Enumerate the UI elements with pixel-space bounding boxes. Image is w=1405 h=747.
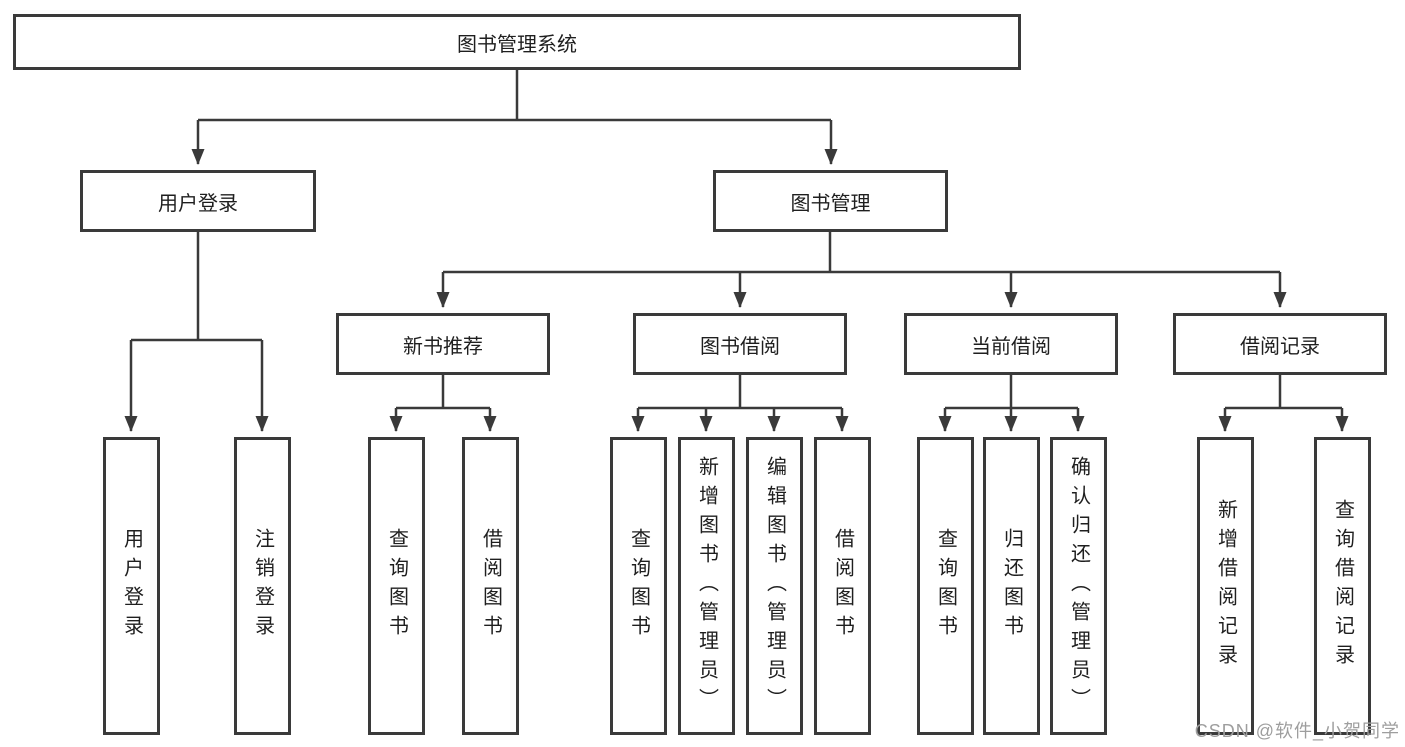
leaf-borrowing-add-books-admin: 新增图书（管理员） — [678, 437, 735, 735]
leaf-user-login: 用户登录 — [103, 437, 160, 735]
leaf-borrowing-borrow-books: 借阅图书 — [814, 437, 871, 735]
node-new-book-recommend: 新书推荐 — [336, 313, 550, 375]
node-book-borrowing: 图书借阅 — [633, 313, 847, 375]
node-new-book-recommend-label: 新书推荐 — [403, 335, 483, 358]
leaf-current-query-books: 查询图书 — [917, 437, 974, 735]
csdn-watermark: CSDN @软件_小贺同学 — [1194, 721, 1400, 741]
node-current-borrowing: 当前借阅 — [904, 313, 1118, 375]
leaf-recommend-query-books: 查询图书 — [368, 437, 425, 735]
node-library-system: 图书管理系统 — [13, 14, 1021, 70]
node-borrowing-records-label: 借阅记录 — [1240, 335, 1320, 358]
leaf-recommend-borrow-books: 借阅图书 — [462, 437, 519, 735]
leaf-current-return-books: 归还图书 — [983, 437, 1040, 735]
node-book-borrowing-label: 图书借阅 — [700, 335, 780, 358]
leaf-records-add-record: 新增借阅记录 — [1197, 437, 1254, 735]
leaf-current-confirm-return-admin: 确认归还（管理员） — [1050, 437, 1107, 735]
node-user-login: 用户登录 — [80, 170, 316, 232]
node-user-login-label: 用户登录 — [158, 192, 238, 215]
node-borrowing-records: 借阅记录 — [1173, 313, 1387, 375]
leaf-logout: 注销登录 — [234, 437, 291, 735]
node-book-management: 图书管理 — [713, 170, 948, 232]
node-book-management-label: 图书管理 — [790, 192, 871, 215]
leaf-borrowing-edit-books-admin: 编辑图书（管理员） — [746, 437, 803, 735]
leaf-records-query-record: 查询借阅记录 — [1314, 437, 1371, 735]
leaf-borrowing-query-books: 查询图书 — [610, 437, 667, 735]
node-library-system-label: 图书管理系统 — [457, 33, 577, 56]
node-current-borrowing-label: 当前借阅 — [971, 335, 1051, 358]
